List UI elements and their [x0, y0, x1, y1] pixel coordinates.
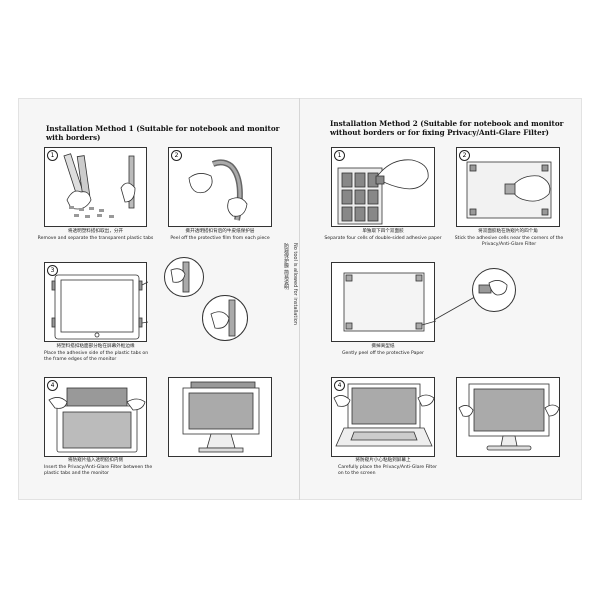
m1-step1-caption-en: Remove and separate the transparent plas…: [37, 236, 154, 241]
m2-step4-caption-cn: 将防窥片小心粘贴到屏幕上: [355, 458, 411, 463]
m2-result-panel: [456, 377, 560, 457]
m2-step4-panel: 4: [331, 377, 435, 457]
m1-step1-caption-cn: 将透明塑料搭扣取出，分开: [67, 229, 124, 234]
m2-step2-panel: 2: [456, 147, 560, 227]
step-number: 1: [47, 150, 58, 161]
m1-step4-caption-en: Insert the Privacy/Anti-Glare Filter bet…: [44, 465, 153, 476]
monitor-icon: [458, 383, 560, 451]
m2-step1-caption-cn: 单独取下四个双面胶: [362, 229, 404, 234]
m2-step1-illustration: [337, 159, 429, 225]
m2-step3-panel: [331, 262, 436, 342]
m1-step3-caption-en: Place the adhesive side of the plastic t…: [44, 351, 149, 362]
step-number: 4: [47, 380, 58, 391]
method2-title: Installation Method 2 (Suitable for note…: [330, 119, 564, 137]
m2-step2-caption-cn: 将双面胶粘在防窥片的四个角: [478, 229, 538, 234]
m2-step4-caption-en: Carefully place the Privacy/Anti-Glare F…: [338, 465, 437, 476]
step-number: 3: [47, 265, 58, 276]
m1-step4-illustration: [48, 387, 146, 453]
page-fold: [299, 98, 300, 500]
m2-step1-panel: 1: [331, 147, 435, 227]
tab-detail-icon: [170, 261, 190, 293]
m1-result-panel: [168, 377, 272, 457]
m2-step3-zoom: [472, 268, 516, 312]
m2-step3-caption-cn: 撕掉离型纸: [371, 344, 395, 349]
step-number: 2: [171, 150, 182, 161]
tab-detail-icon: [210, 299, 236, 337]
m1-step2-caption-en: Peel off the protective film from each p…: [170, 236, 270, 241]
monitor-icon: [182, 381, 260, 453]
m2-step3-pointer-line: [433, 293, 481, 321]
m1-step2-caption-cn: 撕开透明搭扣背后的牛皮纸保护层: [185, 229, 255, 234]
step-number: 4: [334, 380, 345, 391]
m1-step3-illustration: [51, 274, 148, 340]
step-number: 1: [334, 150, 345, 161]
laptop-icon: [333, 383, 435, 447]
m1-step4-panel: 4: [44, 377, 147, 457]
step-number: 2: [459, 150, 470, 161]
m1-step2-illustration: [188, 159, 248, 221]
m1-step3-panel: 3: [44, 262, 148, 342]
m2-step2-illustration: [466, 161, 552, 219]
m2-step1-caption-en: Separate four cells of double-sided adhe…: [324, 236, 442, 241]
m1-step1-panel: 1: [44, 147, 147, 227]
m1-step3-caption-cn: 将塑料搭扣粘面部分粘在屏幕外框边缘: [56, 344, 135, 349]
spine-title-cn: 防窥保护膜 简易说明: [283, 243, 289, 290]
peel-detail-icon: [478, 280, 508, 296]
m2-step2-caption-en: Stick the adhesive cells near the corner…: [454, 236, 564, 247]
method1-title: Installation Method 1 (Suitable for note…: [46, 124, 280, 142]
m1-step2-panel: 2: [168, 147, 272, 227]
m1-step1-illustration: [63, 153, 136, 218]
m1-step3-zoom-bottom: [202, 295, 248, 341]
m2-step3-illustration: [343, 272, 436, 332]
m2-step3-caption-en: Gently peel off the protective Paper: [341, 351, 425, 356]
m1-step4-caption-cn: 将防窥片插入透明搭扣内侧: [67, 458, 124, 463]
m1-step3-zoom-top: [164, 257, 204, 297]
spine-note-en: No tool is allowed for installation: [292, 243, 298, 325]
